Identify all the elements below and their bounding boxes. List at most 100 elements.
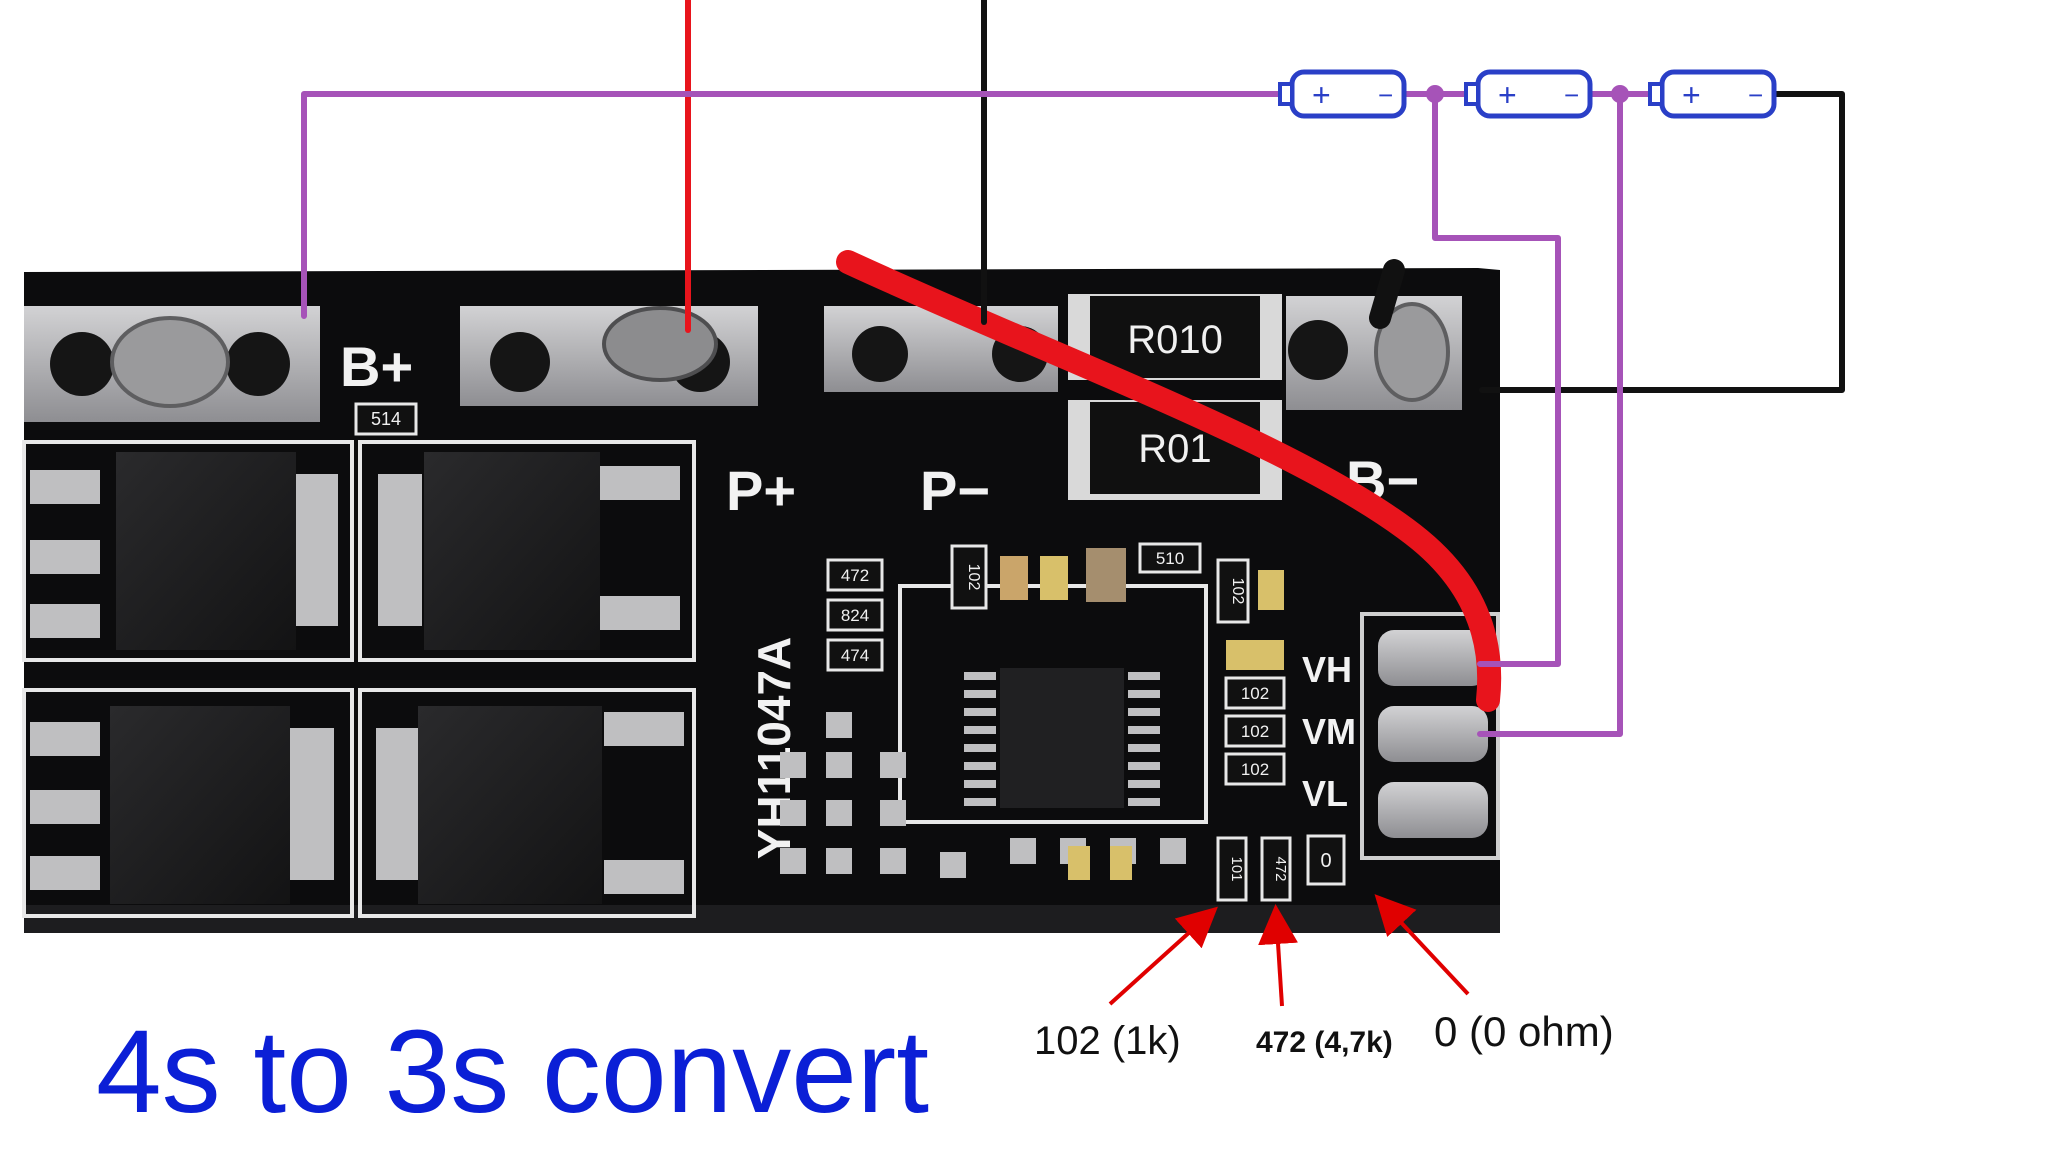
wire-purple-vh [1432, 91, 1561, 667]
battery-cell: + − [1648, 69, 1777, 119]
balance-pad-vh [1378, 630, 1488, 686]
smd-102 [1224, 676, 1286, 710]
label-b-plus: B+ [340, 335, 413, 398]
wire-purple-vm [1477, 91, 1623, 737]
ic-pins-right [1128, 672, 1160, 806]
cell-plus: + [1498, 77, 1517, 113]
protection-ic [1000, 668, 1124, 808]
smd-capacitor [1110, 846, 1132, 880]
cell-plus: + [1682, 77, 1701, 113]
cell-minus: − [1748, 80, 1763, 110]
mosfet-outline [358, 688, 696, 918]
smd-code: 101 [1228, 856, 1245, 881]
smd-824 [826, 598, 884, 632]
smd-472 [826, 558, 884, 592]
battery-cell-cap [1464, 82, 1480, 106]
wire-red-thick [836, 250, 1502, 712]
mosfet-chip [424, 452, 600, 650]
wires [301, 0, 1845, 737]
smd-code: 102 [1241, 684, 1269, 703]
pad-hole [226, 332, 290, 396]
label-vm: VM [1302, 711, 1356, 752]
mosfet-chip [418, 706, 602, 904]
pad-hole [1288, 320, 1348, 380]
smd-code: 0 [1320, 850, 1331, 872]
battery-cell-cap [1278, 82, 1294, 106]
smd-474 [826, 638, 884, 672]
balance-pad-vm [1378, 706, 1488, 762]
protection-circuit: 472 824 474 102 510 102 102 102 102 [780, 542, 1286, 880]
pad-hole [852, 326, 908, 382]
smd-code: 472 [1272, 856, 1289, 881]
pad-hole [50, 332, 114, 396]
smd-code: 102 [1241, 722, 1269, 741]
smd-capacitor [1068, 846, 1090, 880]
resistor-472 [1260, 836, 1292, 902]
balance-pad-vl [1378, 782, 1488, 838]
battery-cell: + − [1278, 69, 1407, 119]
ic-pins-left [964, 672, 996, 806]
battery-cell-cap [1648, 82, 1664, 106]
wire-purple-b-plus [301, 91, 1295, 319]
resistor-0-ohm [1306, 834, 1346, 886]
balance-connector: VH VM VL [1302, 612, 1500, 860]
cell-plus: + [1312, 77, 1331, 113]
smd-code: 102 [1241, 760, 1269, 779]
cell-minus: − [1378, 80, 1393, 110]
label-p-plus: P+ [726, 459, 796, 522]
pcb-edge-shadow [24, 905, 1500, 933]
smd-code: 824 [841, 606, 869, 625]
mosfet-array: 514 [22, 402, 696, 918]
solder-blob [1374, 302, 1450, 402]
smd-code: 514 [371, 409, 401, 429]
mosfet-outline [22, 440, 354, 662]
smd-code: 474 [841, 646, 869, 665]
smd-102 [1224, 714, 1286, 748]
junction-dot [1426, 85, 1444, 103]
target-resistors: 101 472 0 [1216, 834, 1346, 902]
smd-code: 102 [1229, 578, 1246, 605]
smd-102 [950, 544, 988, 610]
solder-blob [110, 316, 230, 408]
battery-cell: + − [1464, 69, 1593, 119]
resistor-101 [1216, 836, 1248, 902]
label-p-minus: P− [920, 459, 990, 522]
label-vh: VH [1302, 649, 1352, 690]
mosfet-chip [110, 706, 290, 904]
arrow-102 [1108, 906, 1218, 1006]
smd-capacitor [1040, 556, 1068, 600]
shunt-bottom-label: R01 [1138, 427, 1211, 471]
page-title: 4s to 3s convert [96, 1006, 929, 1138]
mosfet-outline [22, 688, 354, 918]
shunt-top-label: R010 [1127, 318, 1223, 362]
junction-dot [1611, 85, 1629, 103]
mosfet-outline [358, 440, 696, 662]
pad-hole [490, 332, 550, 392]
wire-black-b-minus [1479, 91, 1845, 393]
cell-minus: − [1564, 80, 1579, 110]
battery-cells: + − + − + − [1278, 69, 1777, 119]
arrow-472 [1258, 904, 1298, 1007]
mosfet-chip [116, 452, 296, 650]
annotation-102-1k: 102 (1k) [1034, 1019, 1181, 1063]
annotation-arrows [1108, 894, 1470, 1007]
smd-capacitor [1000, 556, 1028, 600]
smd-code: 102 [965, 564, 982, 591]
smd-510 [1138, 542, 1202, 574]
annotation-0-ohm: 0 (0 ohm) [1434, 1008, 1614, 1055]
smd-102 [1216, 558, 1250, 624]
arrow-0-ohm [1374, 894, 1470, 996]
annotation-472-4-7k: 472 (4,7k) [1256, 1026, 1393, 1059]
solder-blob [602, 306, 718, 382]
smd-capacitor [1226, 640, 1284, 670]
smd-102 [1224, 752, 1286, 786]
smd-code: 510 [1156, 549, 1184, 568]
smd-code: 472 [841, 566, 869, 585]
smd-capacitor [1258, 570, 1284, 610]
smd-514 [354, 402, 418, 436]
top-pads [24, 296, 1462, 422]
bms-board: R010 R01 B+ P+ P− B− [22, 268, 1500, 933]
wire-black-stub [1369, 259, 1405, 329]
label-vl: VL [1302, 773, 1348, 814]
